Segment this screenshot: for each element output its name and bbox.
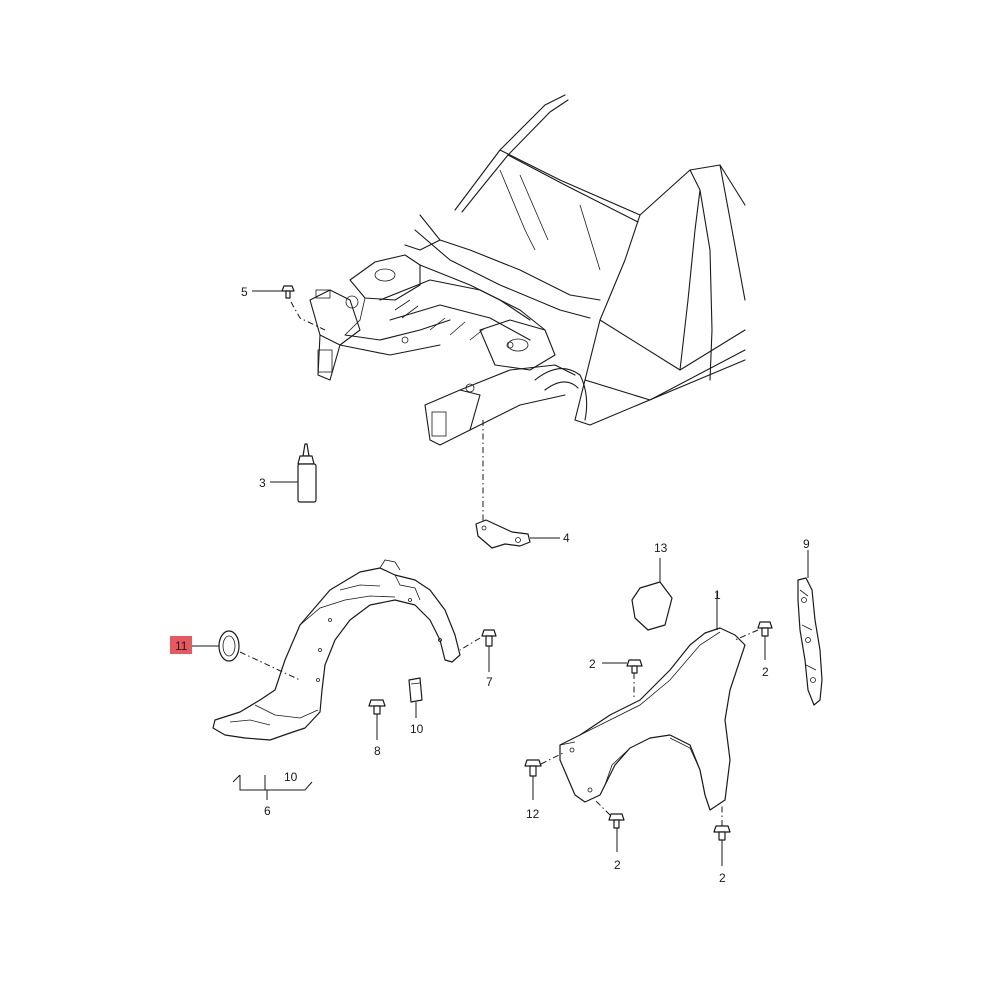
callout-5[interactable]: 5 <box>241 285 248 299</box>
callout-7[interactable]: 7 <box>486 675 493 689</box>
callout-10b[interactable]: 10 <box>284 770 298 784</box>
callout-12[interactable]: 12 <box>526 807 540 821</box>
screw-2d <box>713 825 731 841</box>
car-body-front-structure <box>309 94 746 446</box>
bracket-4 <box>475 519 531 549</box>
callout-2c[interactable]: 2 <box>614 858 621 872</box>
screw-2b <box>757 621 773 637</box>
callout-2d[interactable]: 2 <box>719 871 726 885</box>
callout-6[interactable]: 6 <box>264 804 271 818</box>
screw-2a <box>626 659 643 674</box>
callout-1[interactable]: 1 <box>714 588 721 602</box>
grommet-11 <box>218 630 240 662</box>
callout-9[interactable]: 9 <box>803 537 810 551</box>
callout-2b[interactable]: 2 <box>762 665 769 679</box>
bolt-5 <box>281 285 295 299</box>
front-fender-1 <box>559 627 746 811</box>
callout-11[interactable]: 11 <box>175 639 188 653</box>
callout-8[interactable]: 8 <box>374 744 381 758</box>
callout-13[interactable]: 13 <box>654 541 668 555</box>
wheel-housing-liner-6 <box>212 559 461 741</box>
screw-2c <box>608 813 625 829</box>
screw-12 <box>524 759 542 777</box>
sealant-tube-3 <box>297 443 317 503</box>
callout-3[interactable]: 3 <box>259 476 266 490</box>
clip-10 <box>408 677 423 703</box>
callout-10a[interactable]: 10 <box>410 722 424 736</box>
cover-13 <box>631 581 673 631</box>
callout-4[interactable]: 4 <box>563 531 570 545</box>
callout-2a[interactable]: 2 <box>589 657 596 671</box>
screw-8 <box>368 699 386 715</box>
highlight-box-11 <box>170 636 192 654</box>
seal-bracket-9 <box>797 577 823 706</box>
screw-7 <box>481 629 497 647</box>
